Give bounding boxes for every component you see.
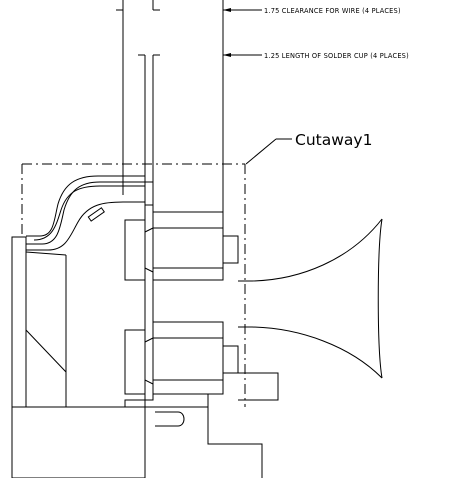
solder-cup-length-note: 1.25 LENGTH OF SOLDER CUP (4 PLACES) bbox=[264, 52, 409, 60]
dimension-lines bbox=[116, 0, 262, 400]
wire-clearance-note: 1.75 CLEARANCE FOR WIRE (4 PLACES) bbox=[264, 7, 401, 15]
connector-body bbox=[11, 204, 154, 478]
lower-wire-loops bbox=[144, 372, 279, 478]
upper-solder-cup bbox=[124, 211, 239, 281]
cutaway-boundary bbox=[21, 163, 246, 407]
wire-bundle bbox=[26, 175, 154, 251]
lower-solder-cup bbox=[124, 321, 239, 395]
cutaway-callout bbox=[245, 138, 292, 165]
flared-wire bbox=[238, 218, 383, 379]
cutaway-label: Cutaway1 bbox=[295, 131, 372, 149]
